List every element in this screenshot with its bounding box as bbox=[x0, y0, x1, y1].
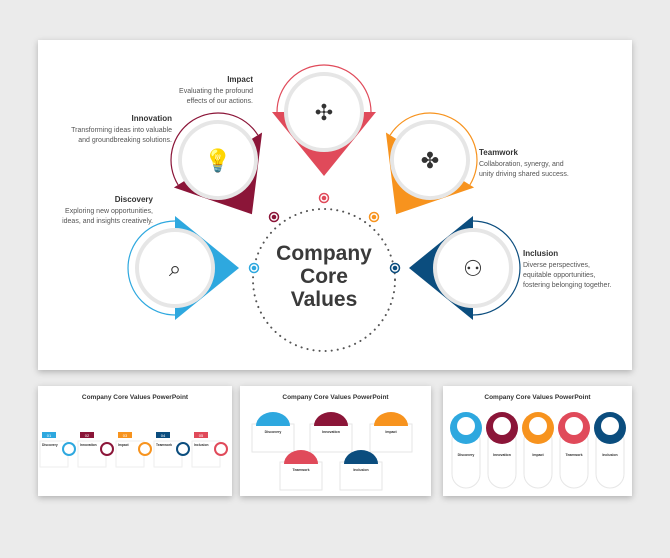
dotted-center-ring bbox=[252, 208, 396, 352]
number-tag bbox=[80, 432, 94, 438]
icon-circle bbox=[284, 72, 364, 152]
arch bbox=[344, 450, 378, 464]
main-slide-preview: ⌕ 💡 ✣ ✤ ⚇ Company Core Values Discovery Expl… bbox=[38, 40, 632, 370]
discovery-node bbox=[127, 216, 239, 320]
connector-dot-core bbox=[371, 214, 377, 220]
number-tag bbox=[42, 432, 56, 438]
connector-dot-core bbox=[271, 214, 277, 220]
card-title: Discovery bbox=[265, 430, 282, 434]
pillar-title: Inclusion bbox=[602, 453, 617, 457]
inclusion-label: Inclusion bbox=[523, 249, 559, 258]
thumbnail-title: Company Core Values PowerPoint bbox=[81, 394, 189, 401]
icon-circle bbox=[433, 228, 513, 308]
icon-circle bbox=[390, 120, 470, 200]
arch bbox=[314, 412, 348, 426]
card-title: Teamwork bbox=[292, 468, 309, 472]
card-title: Discovery bbox=[42, 443, 58, 447]
thumbnail-arches[interactable]: Company Core Values PowerPoint Discovery… bbox=[240, 386, 431, 496]
accent-arc bbox=[389, 112, 478, 186]
connector-dot-core bbox=[392, 265, 398, 271]
number-tag-label: 03 bbox=[123, 433, 128, 438]
card-icon bbox=[214, 442, 228, 456]
number-tag bbox=[194, 432, 208, 438]
accent-arc bbox=[127, 220, 176, 316]
arch bbox=[284, 450, 318, 464]
pillar-title: Impact bbox=[532, 453, 544, 457]
teamwork-node bbox=[385, 112, 478, 215]
card bbox=[369, 423, 413, 453]
pillar-icon bbox=[529, 417, 547, 435]
card bbox=[191, 440, 221, 468]
discovery-label: Discovery bbox=[114, 195, 153, 204]
card-title: Impact bbox=[118, 443, 130, 447]
card-icon bbox=[138, 442, 152, 456]
card-icon bbox=[100, 442, 114, 456]
connector-dot-core bbox=[321, 195, 327, 201]
pillar-icon bbox=[565, 417, 583, 435]
magnifier-eye-icon: ⌕ bbox=[169, 256, 181, 281]
pillar-title: Innovation bbox=[493, 453, 511, 457]
card-title: Innovation bbox=[322, 430, 340, 434]
card-title: Impact bbox=[385, 430, 397, 434]
card bbox=[339, 461, 383, 491]
innovation-label: Innovation bbox=[131, 114, 172, 123]
innovation-node bbox=[170, 112, 263, 215]
card-title: Innovation bbox=[80, 443, 97, 447]
card-title: Inclusion bbox=[353, 468, 368, 472]
discovery-desc: Exploring new opportunities,ideas, and i… bbox=[62, 208, 153, 225]
arch bbox=[374, 412, 408, 426]
thumbnail-graphic: Discovery Innovation Impact Teamwork Inclusi… bbox=[450, 412, 626, 489]
number-tag-label: 04 bbox=[161, 433, 166, 438]
number-tag-label: 05 bbox=[199, 433, 204, 438]
pillar-icon bbox=[493, 417, 511, 435]
connector-dot-core bbox=[251, 265, 257, 271]
pillar-icon bbox=[601, 417, 619, 435]
inclusion-node bbox=[409, 216, 521, 320]
card-title: Teamwork bbox=[156, 443, 172, 447]
card bbox=[309, 423, 353, 453]
card-icon bbox=[62, 442, 76, 456]
card-title: Inclusion bbox=[194, 443, 208, 447]
number-tag bbox=[118, 432, 132, 438]
arch bbox=[256, 412, 290, 426]
pillar-title: Discovery bbox=[458, 453, 475, 457]
number-tag-label: 02 bbox=[85, 433, 90, 438]
card bbox=[251, 423, 295, 453]
gear-arrows-icon: ✣ bbox=[315, 100, 333, 125]
accent-arc bbox=[472, 220, 521, 316]
thumbnail-pillars[interactable]: Company Core Values PowerPoint Discovery… bbox=[443, 386, 632, 496]
card bbox=[279, 461, 323, 491]
accent-arc bbox=[170, 112, 259, 186]
teamwork-label: Teamwork bbox=[479, 148, 518, 157]
lightbulb-gear-icon: 💡 bbox=[204, 148, 231, 173]
impact-node bbox=[272, 64, 376, 176]
core-values-diagram: ⌕ 💡 ✣ ✤ ⚇ bbox=[127, 64, 521, 352]
impact-label: Impact bbox=[227, 75, 253, 84]
number-tag bbox=[156, 432, 170, 438]
icon-circle bbox=[135, 228, 215, 308]
thumbnail-title: Company Core Values PowerPoint bbox=[484, 394, 591, 401]
icon-circle bbox=[178, 120, 258, 200]
thumbnail-title: Company Core Values PowerPoint bbox=[282, 394, 389, 401]
card-icon bbox=[176, 442, 190, 456]
people-circle-icon: ⚇ bbox=[463, 256, 483, 281]
pillar-title: Teamwork bbox=[565, 453, 582, 457]
accent-arc bbox=[276, 64, 372, 113]
center-title: Company Core Values bbox=[276, 242, 372, 311]
number-tag-label: 01 bbox=[47, 433, 52, 438]
pillar-icon bbox=[457, 417, 475, 435]
hands-together-icon: ✤ bbox=[421, 148, 439, 173]
inclusion-desc: Diverse perspectives,equitable opportuni… bbox=[523, 262, 612, 289]
